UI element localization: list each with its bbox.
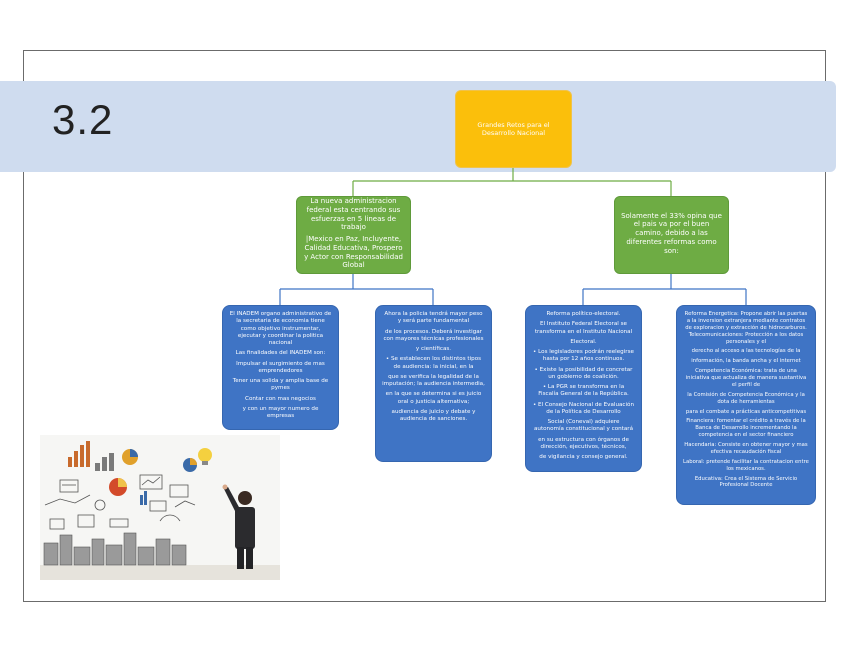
left-green-node: La nueva administracion federal esta cen… [296,196,411,274]
blue-node-reformas: Reforma Energetica: Propone abrir las pu… [676,305,816,505]
blue-2-line: audiencia de juicio y debate y audiencia… [391,408,476,423]
slide-number: 3.2 [52,96,114,143]
left-green-line: |Mexico en Paz, Incluyente, Calidad Educ… [304,235,403,270]
blue-4-line: Educativa: Crea el Sistema de Servicio P… [694,475,798,489]
blue-2-line: en la que se determina si es juicio oral… [385,391,482,405]
blue-1-line: Las finalidades del INADEM son: [235,350,326,357]
blue-4-line: derecho al acceso a las tecnologías de l… [691,348,801,355]
title-band [0,81,836,172]
blue-3-line: El Instituto Federal Electoral se transf… [534,321,633,335]
blue-1-line: Contar con mas negocios [245,395,316,402]
blue-2-line: de los procesos. Deberá investigar con m… [383,328,484,342]
blue-3-line: • Existe la posibilidad de concretar un … [534,366,633,380]
blue-3-line: • La PGR se transforma en la Fiscalía Ge… [538,384,629,398]
businessman-illustration [40,435,280,580]
blue-1-line: Impulsar el surgimiento de mas emprended… [236,360,325,374]
blue-3-line: Social (Coneval) adquiere autonomía cons… [533,419,634,433]
blue-4-line: Hacendaria: Consiste en obtener mayor y … [684,442,808,455]
blue-1-line: Tener una solida y amplia base de pymes [232,378,329,392]
blue-node-reforma-politica: Reforma político-electoral. El Instituto… [525,305,642,472]
blue-4-line: Laboral: pretende facilitar la contratac… [683,458,809,472]
blue-4-line: información, la banda ancha y el interne… [691,358,801,365]
blue-node-policia: Ahora la policia tendrá mayor peso y ser… [375,305,492,462]
blue-2-line: que se verifica la legalidad de la imput… [382,373,485,388]
blue-4-line: la Comisión de Competencia Económica y l… [687,391,805,405]
blue-2-line: y científicas. [415,346,452,353]
slide-frame [23,50,826,602]
blue-4-line: Financiera: fomentar el crédito a través… [686,418,806,439]
root-node-text: Grandes Retos para el Desarrollo Naciona… [477,121,550,137]
blue-3-line: de vigilancia y consejo general. [539,454,628,461]
left-green-line: La nueva administracion federal esta cen… [306,197,401,232]
blue-3-line: • El Consejo Nacional de Evaluación de l… [532,401,635,415]
root-node: Grandes Retos para el Desarrollo Naciona… [455,90,572,168]
blue-3-line: Electoral. [570,338,597,345]
blue-node-inadem: El INADEM organo administrativo de la se… [222,305,339,430]
blue-1-line: y con un mayor numero de empresas [242,405,319,420]
blue-3-line: en su estructura con órganos de direcció… [538,436,629,450]
blue-2-line: Ahora la policia tendrá mayor peso y ser… [384,311,483,325]
right-green-node: Solamente el 33% opina que el pais va po… [614,196,729,274]
blue-4-line: para el combate a prácticas anticompetit… [685,408,807,415]
blue-4-line: Reforma Energetica: Propone abrir las pu… [684,311,808,345]
right-green-line: Solamente el 33% opina que el pais va po… [621,211,722,255]
blue-4-line: Competencia Económica: trata de una inic… [685,368,807,388]
blue-3-line: Reforma político-electoral. [546,311,621,317]
blue-3-line: • Los legisladores podrán reelegirse has… [533,349,634,363]
blue-2-line: • Se establecen los distintos tipos de a… [385,356,482,370]
blue-1-line: El INADEM organo administrativo de la se… [229,311,332,347]
